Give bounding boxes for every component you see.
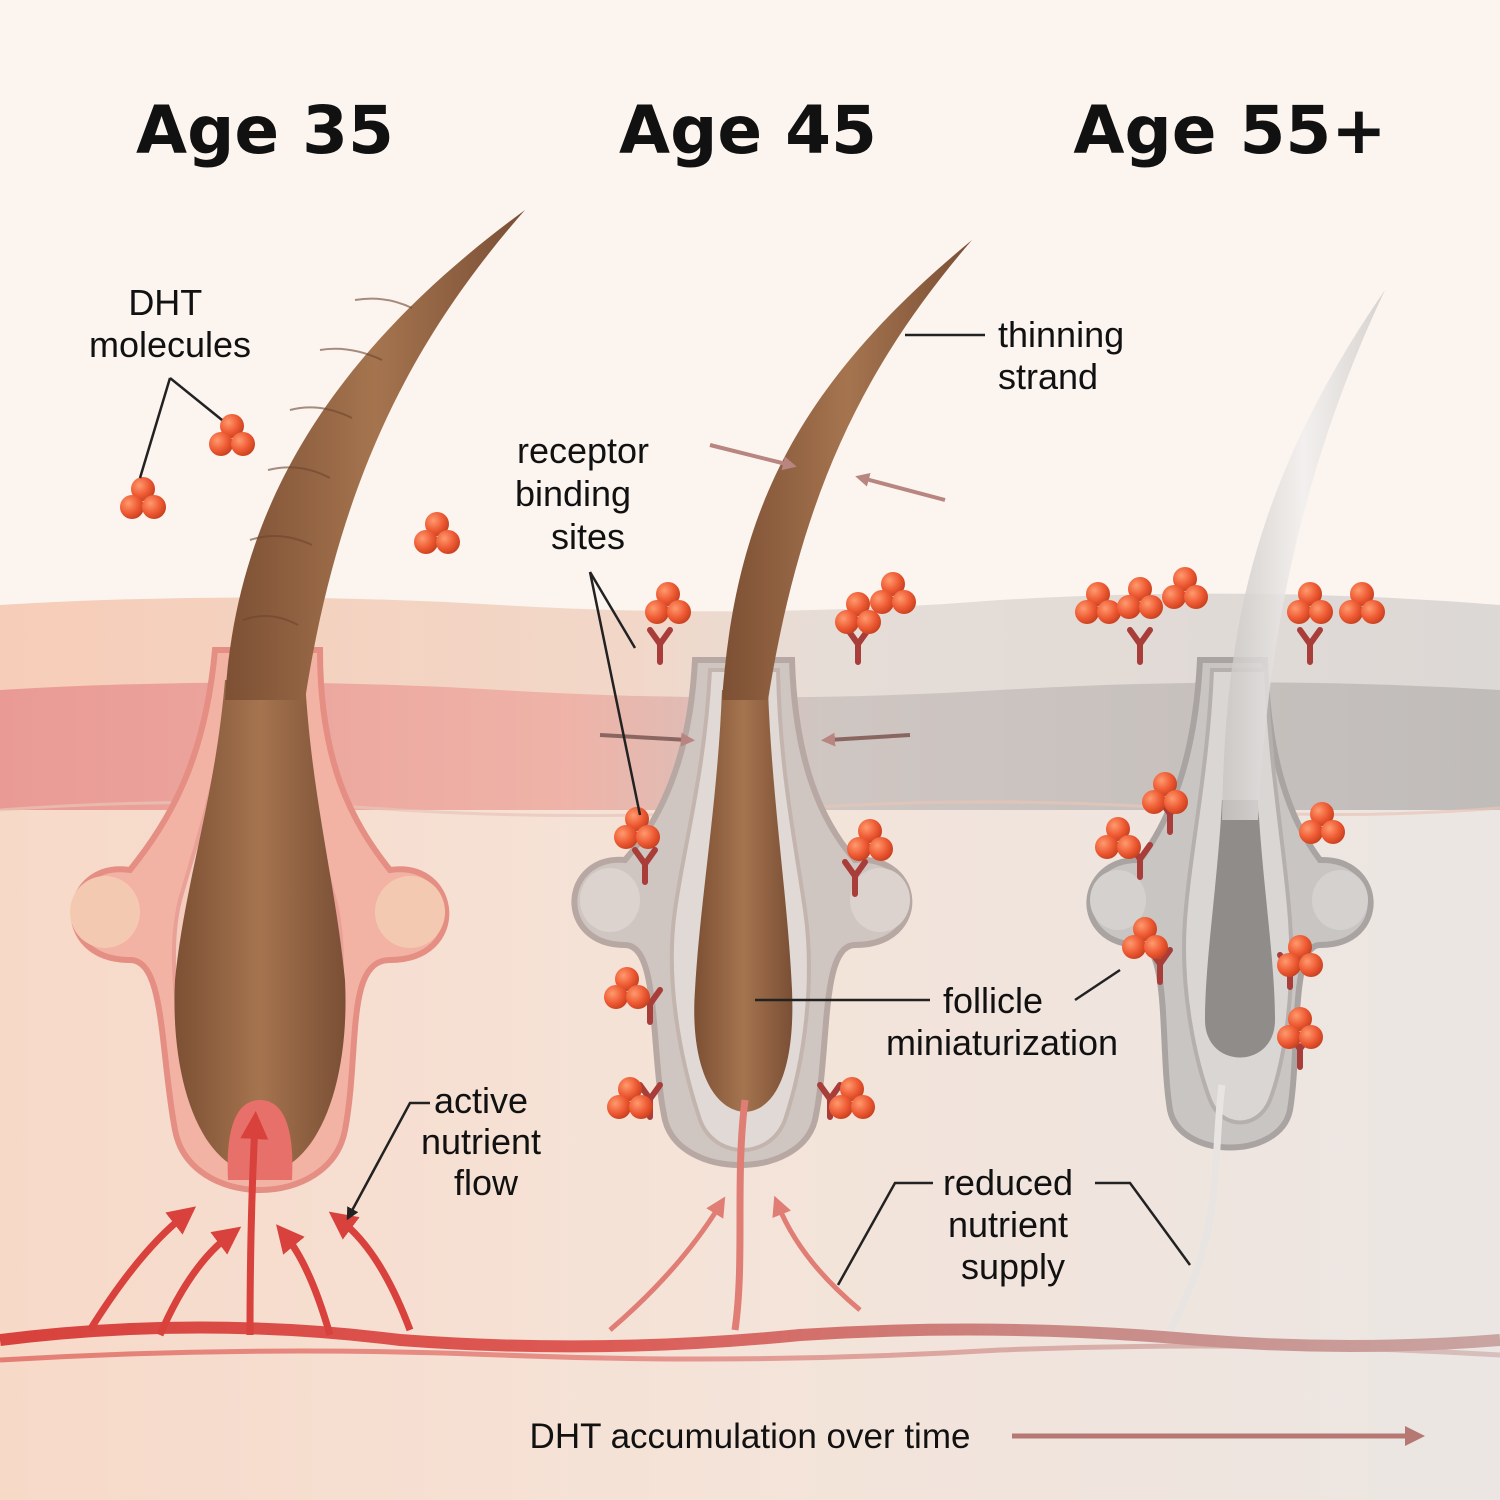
- nutrient-arrow-4: [276, 1224, 334, 1336]
- papilla-stem-2: [731, 1099, 749, 1331]
- title-age-35: Age 35: [136, 92, 394, 169]
- hair-shaft-2: [722, 240, 972, 700]
- sebaceous-gland-left-3: [1090, 870, 1146, 930]
- hair-bulb-1: [174, 680, 346, 1175]
- hair-bulb-2: [694, 690, 793, 1112]
- compress-arrow-lower-right: [821, 732, 911, 747]
- timeline-label: DHT accumulation over time: [530, 1417, 971, 1456]
- label-thinning-strand: thinning strand: [998, 314, 1134, 397]
- leader-active-flow: [346, 1101, 430, 1221]
- sebaceous-gland-right-2: [850, 868, 910, 932]
- sebaceous-gland-left-2: [580, 868, 640, 932]
- vessel-secondary: [0, 1343, 1500, 1363]
- nutrient-arrow-3: [240, 1111, 269, 1336]
- reduced-nutrient-arrows: [608, 1195, 862, 1332]
- hair-shaft-1: [225, 210, 525, 700]
- label-reduced-nutrient-supply: reduced nutrient supply: [943, 1162, 1083, 1287]
- reduced-arrow-1: [608, 1196, 726, 1332]
- hair-shaft-3: [1222, 290, 1385, 820]
- title-age-45: Age 45: [619, 92, 877, 169]
- dht-molecule: [209, 414, 255, 456]
- papilla-stem-3: [1166, 1084, 1226, 1332]
- dht-molecule: [414, 512, 460, 554]
- leader-dht-molecules: [138, 377, 223, 479]
- compression-arrows: [599, 443, 946, 747]
- nutrient-arrow-1: [87, 1206, 197, 1332]
- follicle-age-35: [70, 210, 525, 1193]
- reduced-arrow-2: [772, 1195, 862, 1312]
- timeline: DHT accumulation over time: [70, 1417, 1425, 1456]
- nutrient-arrow-2: [156, 1226, 242, 1337]
- compress-arrow-upper-left: [709, 443, 797, 471]
- compress-arrow-lower-left: [599, 732, 695, 747]
- nutrient-arrow-5: [328, 1211, 414, 1332]
- label-dht-molecules: DHT molecules: [89, 282, 251, 365]
- leader-reduced-supply: [836, 1181, 1192, 1286]
- leader-lines: [138, 333, 1192, 1286]
- label-follicle-miniaturization: follicle miniaturization: [886, 980, 1118, 1063]
- sebaceous-gland-right-3: [1312, 870, 1368, 930]
- compress-arrow-upper-right: [855, 473, 946, 502]
- blood-vessel: [0, 1321, 1500, 1363]
- leader-receptor-sites: [588, 571, 642, 816]
- title-age-55: Age 55+: [1073, 92, 1386, 169]
- active-nutrient-arrows: [87, 1111, 414, 1337]
- sebaceous-gland-right-1: [375, 876, 445, 948]
- follicle-age-55: [1086, 290, 1385, 1332]
- miniaturized-bulb-3: [1205, 800, 1275, 1058]
- sebaceous-gland-left-1: [70, 876, 140, 948]
- dht-molecule: [120, 477, 166, 519]
- leader-follicle-miniaturization: [755, 968, 1121, 1002]
- label-receptor-binding-sites: receptor binding sites: [515, 430, 659, 557]
- label-active-nutrient-flow: active nutrient flow: [421, 1080, 551, 1203]
- cuticle-scales-1: [242, 297, 413, 626]
- follicle-age-45: [571, 240, 972, 1331]
